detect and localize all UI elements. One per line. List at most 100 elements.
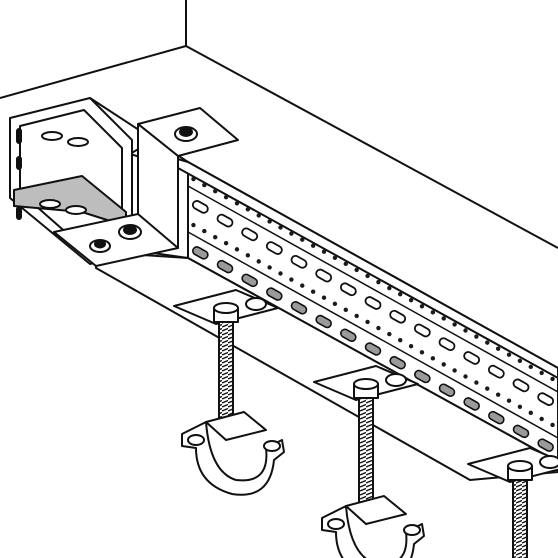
perforation-dot (365, 319, 370, 325)
hanger-assembly (467, 447, 558, 558)
perforation-dot (506, 352, 512, 357)
perforation-dot (332, 255, 338, 260)
clamp-top (345, 495, 407, 525)
perforation-dot (223, 241, 229, 246)
washer (213, 302, 239, 314)
perforation-slot (266, 287, 283, 301)
perforation-slot (537, 438, 554, 452)
perforation-dot (495, 392, 501, 397)
perforation-slot (364, 296, 382, 310)
pipe-clamp (321, 505, 425, 558)
perforation-slot (438, 337, 456, 352)
perforation-dot (528, 410, 533, 416)
perforation-slot (487, 364, 505, 379)
bolt-head (245, 297, 267, 311)
perforation-dot (289, 277, 294, 282)
perforation-dot (452, 322, 457, 327)
perforation-dot (474, 380, 479, 385)
perforation-dot (398, 291, 403, 297)
perforation-dot (202, 228, 207, 234)
clamp-top (205, 411, 267, 441)
perforation-dot (234, 201, 240, 206)
perforation-slot (315, 268, 333, 283)
perforation-slot (265, 241, 283, 255)
perforation-dot (528, 364, 533, 370)
clamp-bolt (263, 440, 281, 452)
perforation-dot (430, 310, 436, 315)
perforation-dot (245, 207, 251, 212)
perforation-slot (290, 301, 308, 315)
perforation-dot (191, 176, 196, 182)
perforation-dot (387, 331, 392, 337)
pipe-clamp (181, 421, 285, 496)
perforation-slot (414, 369, 431, 384)
perforation-dot (234, 247, 240, 252)
perforation-dot (408, 344, 414, 349)
perforation-dot (321, 295, 327, 300)
perforation-dot (267, 219, 272, 224)
perforation-dot (419, 304, 425, 309)
perforation-dot (310, 243, 316, 248)
perforation-dot (419, 350, 425, 355)
perforation-dot (213, 188, 218, 194)
perforation-dot (408, 298, 414, 303)
perforation-dot (300, 237, 305, 242)
perforation-dot (343, 307, 348, 313)
perforation-slot (537, 392, 555, 406)
perforation-dot (256, 213, 261, 218)
bolt-head (539, 455, 558, 469)
perforation-dot (354, 267, 359, 273)
threaded-rod (512, 469, 528, 558)
perforation-dot (430, 356, 436, 361)
perforation-row-lower (192, 246, 554, 452)
perforation-slot (241, 227, 259, 242)
perforation-dot (191, 222, 196, 228)
perforation-dot (365, 273, 370, 279)
perforation-dot (550, 422, 555, 428)
perforation-dot (463, 328, 468, 333)
perforation-dot (550, 376, 555, 382)
perforation-dot (267, 265, 272, 270)
angle-bracket (53, 107, 239, 267)
perforation-dot (539, 416, 544, 422)
washer (507, 460, 533, 472)
perforation-dot (441, 362, 446, 367)
perforation-slot (216, 259, 234, 274)
perforation-dot (485, 386, 490, 391)
perforation-dot (354, 313, 359, 319)
perforation-slot (339, 282, 357, 297)
perforation-dot (223, 195, 229, 200)
perforation-dots (191, 176, 555, 428)
hanger-assembly (313, 365, 425, 558)
perforation-dot (332, 301, 338, 306)
clamp-bolt (403, 524, 421, 536)
ceiling-outline (0, 0, 558, 249)
perforation-dot (517, 404, 523, 409)
perforation-slot (191, 200, 209, 214)
perforation-dot (278, 271, 283, 276)
perforation-dot (376, 279, 381, 285)
perforation-dot (300, 283, 305, 288)
perforation-slot (488, 410, 505, 425)
perforation-slot (192, 246, 209, 260)
perforation-slot (463, 397, 480, 411)
perforation-dot (343, 261, 348, 267)
perforation-dot (245, 253, 251, 258)
perforation-dot (310, 289, 316, 294)
perforation-dot (441, 316, 446, 321)
perforation-dot (213, 234, 218, 240)
perforation-dot (398, 337, 403, 343)
perforation-slot (241, 273, 258, 288)
perforation-dot (506, 398, 512, 403)
perforation-dot (289, 231, 294, 236)
perforation-slot (315, 314, 332, 329)
perforation-slot (512, 424, 530, 439)
perforation-dot (202, 182, 207, 188)
perforation-slot (364, 342, 382, 356)
perforation-dot (517, 358, 523, 363)
perforation-slot (413, 323, 431, 338)
perforation-dot (387, 285, 392, 291)
perforation-dot (278, 225, 283, 230)
bolt-head (385, 373, 407, 387)
